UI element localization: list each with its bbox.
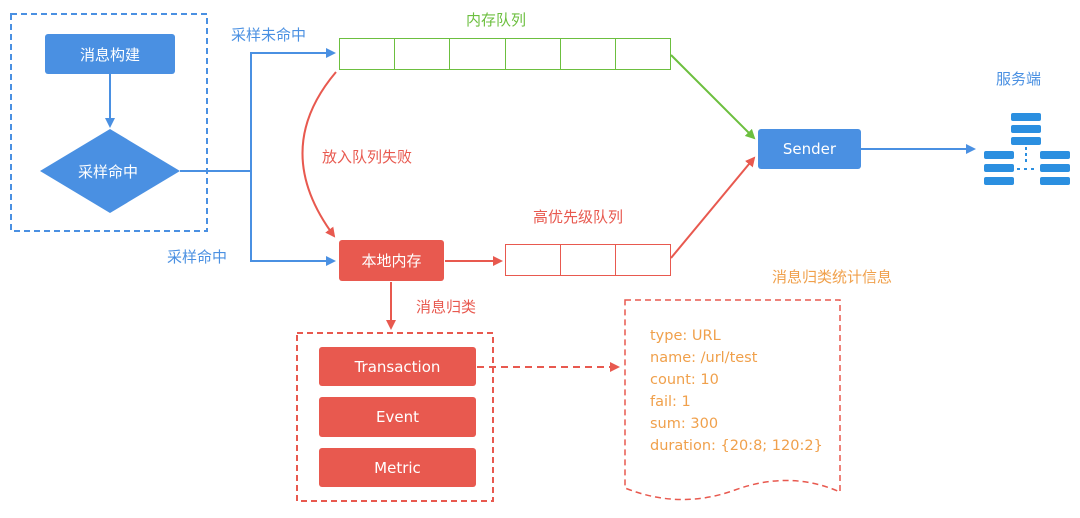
sampling-miss-label: 采样未命中 bbox=[231, 26, 307, 44]
sender-label: Sender bbox=[782, 140, 837, 158]
queue-cell bbox=[340, 39, 396, 69]
queue-cell bbox=[506, 245, 561, 275]
event-label: Event bbox=[376, 408, 419, 426]
arrow-queue-to-sender bbox=[670, 54, 756, 140]
stats-document-border bbox=[624, 299, 841, 501]
metric-label: Metric bbox=[374, 458, 421, 477]
stats-line: name: /url/test bbox=[650, 350, 758, 366]
arrow-sampling-hit bbox=[250, 171, 336, 266]
msg-build-node[interactable]: 消息构建 bbox=[45, 34, 175, 74]
server-label: 服务端 bbox=[996, 70, 1042, 88]
queue-cell bbox=[395, 39, 451, 69]
stats-title: 消息归类统计信息 bbox=[772, 268, 893, 286]
queue-cell bbox=[616, 39, 670, 69]
classify-group-border bbox=[296, 332, 494, 502]
memory-queue-label: 内存队列 bbox=[466, 11, 527, 29]
queue-cell bbox=[506, 39, 561, 69]
transaction-node[interactable]: Transaction bbox=[319, 347, 476, 386]
high-priority-queue-label: 高优先级队列 bbox=[533, 208, 624, 226]
high-priority-queue bbox=[505, 244, 671, 276]
queue-cell bbox=[450, 39, 506, 69]
stats-line: fail: 1 bbox=[650, 394, 691, 410]
metric-node[interactable]: Metric bbox=[319, 448, 476, 487]
stats-line: count: 10 bbox=[650, 372, 719, 388]
transaction-label: Transaction bbox=[354, 357, 441, 376]
sampling-hit-edge-label: 采样命中 bbox=[167, 248, 228, 266]
memory-queue bbox=[339, 38, 671, 70]
sampling-diamond bbox=[40, 129, 180, 213]
enqueue-failed-label: 放入队列失败 bbox=[322, 148, 413, 166]
queue-cell bbox=[616, 245, 670, 275]
queue-cell bbox=[561, 39, 616, 69]
server-cluster-icon bbox=[984, 113, 1070, 185]
queue-cell bbox=[561, 245, 616, 275]
arrow-hpqueue-to-sender bbox=[670, 156, 756, 259]
sampling-hit-node-label: 采样命中 bbox=[78, 163, 139, 181]
event-node[interactable]: Event bbox=[319, 397, 476, 437]
arrow-enqueue-failed bbox=[301, 71, 337, 238]
arrow-sampling-miss bbox=[180, 48, 336, 172]
stats-line: duration: {20:8; 120:2} bbox=[650, 438, 823, 454]
local-memory-node[interactable]: 本地内存 bbox=[339, 240, 444, 281]
msg-classify-label: 消息归类 bbox=[416, 298, 477, 316]
local-memory-label: 本地内存 bbox=[361, 252, 422, 270]
msg-build-label: 消息构建 bbox=[79, 45, 140, 64]
stats-line: type: URL bbox=[650, 328, 721, 344]
client-group-border bbox=[10, 13, 208, 232]
sender-node[interactable]: Sender bbox=[758, 129, 861, 169]
stats-line: sum: 300 bbox=[650, 416, 719, 432]
